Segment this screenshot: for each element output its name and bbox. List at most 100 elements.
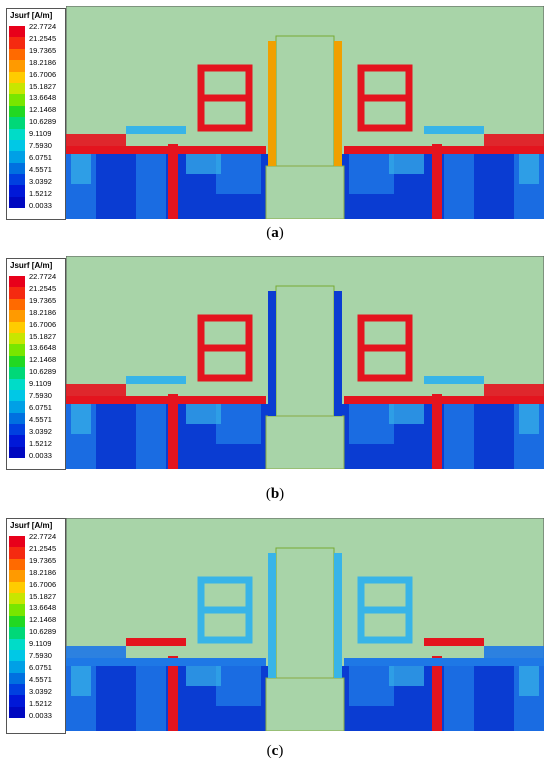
legend-tick-label: 4.5571 — [29, 674, 52, 684]
ground-arm-right — [344, 396, 544, 404]
ground-arm-left — [66, 146, 266, 154]
field-gradient-patch — [136, 404, 166, 469]
side-arm-left — [126, 126, 186, 134]
legend-tick-label: 12.1468 — [29, 615, 57, 625]
feed-line-current — [168, 144, 178, 219]
ground-arm-left — [66, 396, 266, 404]
legend-tick-label: 1.5212 — [29, 188, 52, 198]
color-ramp-segment — [9, 196, 25, 209]
legend-tick-label: 1.5212 — [29, 438, 52, 448]
field-light-patch — [71, 666, 91, 696]
color-ramp-segment — [9, 570, 25, 582]
legend-tick-label: 12.1468 — [29, 105, 57, 115]
legend-tick-label: 9.1109 — [29, 639, 52, 649]
field-gradient-patch — [136, 666, 166, 731]
center-slot-edge — [334, 291, 342, 416]
color-ramp-segment — [9, 139, 25, 152]
color-ramp-segment — [9, 355, 25, 368]
side-arm-left — [126, 376, 186, 384]
field-light-patch — [389, 154, 424, 174]
color-ramp-segment — [9, 151, 25, 163]
color-ramp-segment — [9, 276, 25, 288]
edge-arm-right — [484, 134, 544, 146]
meander-ring — [357, 606, 413, 644]
legend-tick-label: 16.7006 — [29, 69, 57, 79]
color-ramp-segment — [9, 298, 25, 311]
field-light-patch — [71, 404, 91, 434]
legend-tick-label: 0.0033 — [29, 710, 52, 720]
color-ramp-segment — [9, 48, 25, 61]
color-ramp-segment — [9, 60, 25, 72]
legend-tick-label: 9.1109 — [29, 379, 52, 389]
legend-tick-label: 22.7724 — [29, 532, 57, 541]
legend-tick-label: 13.6648 — [29, 93, 57, 103]
center-slot-edge — [334, 41, 342, 166]
color-ramp-segment — [9, 162, 25, 175]
color-ramp — [9, 26, 25, 209]
legend-tick-label: 9.1109 — [29, 129, 52, 139]
field-gradient-patch — [216, 154, 261, 194]
color-ramp-segment — [9, 558, 25, 571]
legend-tick-label: 4.5571 — [29, 164, 52, 174]
legend-tick-label: 15.1827 — [29, 331, 57, 341]
legend-tick-label: 4.5571 — [29, 414, 52, 424]
color-ramp — [9, 536, 25, 719]
meander-ring — [357, 344, 413, 382]
color-ramp-segment — [9, 344, 25, 356]
feed-line-current — [168, 394, 178, 469]
field-light-patch — [519, 666, 539, 696]
meander-ring — [197, 94, 253, 132]
field-gradient-patch — [444, 666, 474, 731]
legend-tick-label: 3.0392 — [29, 426, 52, 436]
center-base — [265, 415, 345, 469]
field-gradient-patch — [216, 404, 261, 444]
legend-tick-label: 7.5930 — [29, 391, 52, 400]
ground-arm-right — [344, 146, 544, 154]
legend-tick-label: 3.0392 — [29, 686, 52, 696]
color-ramp-segment — [9, 332, 25, 345]
center-slot-edge — [268, 553, 276, 678]
legend-tick-label: 1.5212 — [29, 698, 52, 708]
feed-line-current — [432, 144, 442, 219]
caption-c: (c) — [266, 743, 284, 759]
legend-tick-label: 15.1827 — [29, 81, 57, 91]
color-ramp-segment — [9, 128, 25, 140]
meander-ring — [197, 344, 253, 382]
field-gradient-patch — [349, 666, 394, 706]
legend-tick-label: 0.0033 — [29, 450, 52, 460]
color-ramp-segment — [9, 105, 25, 118]
legend-tick-label: 12.1468 — [29, 355, 57, 365]
color-ramp-segment — [9, 401, 25, 413]
color-ramp-segment — [9, 321, 25, 333]
color-ramp-segment — [9, 446, 25, 459]
current-distribution-plot — [66, 518, 544, 731]
legend-tick-label: 22.7724 — [29, 272, 57, 281]
legend-tick-label: 21.2545 — [29, 33, 57, 43]
legend-tick-label: 6.0751 — [29, 662, 52, 672]
side-arm-left — [126, 638, 186, 646]
color-ramp-segment — [9, 627, 25, 639]
legend-tick-label: 7.5930 — [29, 141, 52, 150]
legend-tick-label: 10.6289 — [29, 627, 57, 637]
color-ramp-segment — [9, 615, 25, 628]
legend-tick-label: 7.5930 — [29, 651, 52, 660]
side-arm-right — [424, 126, 484, 134]
legend-title: Jsurf [A/m] — [10, 261, 53, 270]
field-light-patch — [186, 404, 221, 424]
feed-line-current — [432, 394, 442, 469]
legend-tick-label: 10.6289 — [29, 117, 57, 127]
color-ramp-segment — [9, 26, 25, 38]
legend-title: Jsurf [A/m] — [10, 11, 53, 20]
color-ramp-segment — [9, 412, 25, 425]
color-ramp-segment — [9, 378, 25, 390]
color-ramp-segment — [9, 389, 25, 402]
color-ramp-segment — [9, 661, 25, 673]
color-ramp-segment — [9, 310, 25, 322]
color-ramp-segment — [9, 592, 25, 605]
legend-tick-label: 13.6648 — [29, 343, 57, 353]
field-gradient-patch — [136, 154, 166, 219]
